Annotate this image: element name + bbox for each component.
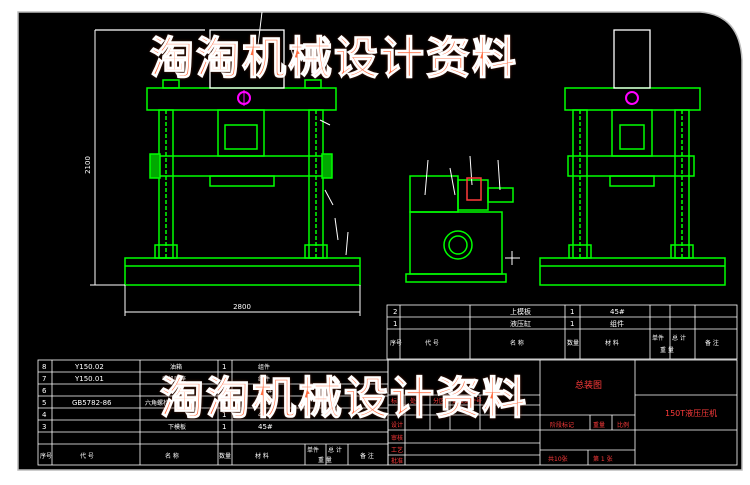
part-code: Y150.01 (74, 375, 104, 383)
part-material: 45# (258, 387, 273, 395)
label-stage-mark: 阶段标记 (550, 421, 574, 429)
part-material: 组件 (258, 375, 270, 383)
front-base-plate (124, 257, 361, 286)
table-row: 2 (393, 308, 397, 316)
drawing-name: 总装图 (575, 379, 602, 391)
width-dimension-label: 2800 (233, 303, 251, 311)
part-material: 45# (258, 399, 273, 407)
height-dimension-label: 2100 (84, 156, 92, 174)
part-material: 45# (258, 411, 273, 419)
height-dimension (90, 30, 125, 286)
header-weight: 重 量 (660, 346, 674, 354)
side-center-mark (625, 91, 639, 105)
label-doc-no: 更改文件号 (452, 397, 482, 405)
header-remark: 备 注 (705, 339, 719, 347)
product-name: 150T液压压机 (665, 408, 717, 418)
tank-port (443, 230, 473, 260)
table-row: 4 (42, 411, 47, 419)
header-no: 序号 (40, 452, 52, 460)
front-cylinder-block (217, 109, 265, 157)
label-zone: 分区 (433, 397, 445, 405)
title-block: 总装图 150T液压压机 标记 处数 分区 更改文件号 设计 审核 工艺 批准 … (391, 379, 717, 465)
label-approve: 批准 (391, 457, 403, 465)
header-name: 名 称 (510, 339, 524, 347)
part-qty: 1 (222, 411, 226, 419)
side-base-plate (539, 257, 726, 286)
part-code: Y150.02 (74, 363, 104, 371)
header-unit: 单件 (307, 446, 319, 454)
part-name: 油箱 (170, 363, 182, 371)
table-row: 5 (42, 399, 46, 407)
table-row: 3 (42, 423, 46, 431)
hydraulic-leaders (424, 155, 520, 265)
header-code: 代 号 (425, 339, 439, 347)
part-name: 液压缸 (510, 319, 531, 328)
part-code: GB5782-86 (72, 399, 112, 407)
watermark-top: 淘淘机械设计资料 (149, 32, 518, 84)
watermark-bottom: 淘淘机械设计资料 (159, 372, 528, 424)
label-sheets-total: 共10张 (548, 455, 568, 463)
part-qty: 1 (222, 387, 226, 395)
table-row: 6 (42, 387, 47, 395)
header-material: 材 料 (605, 339, 619, 347)
part-qty: 1 (570, 320, 574, 328)
header-weight: 重 量 (318, 456, 332, 464)
header-name: 名 称 (165, 452, 179, 460)
header-total: 总 计 (328, 446, 342, 454)
part-name: 上模板 (510, 307, 531, 316)
part-material: 45# (258, 423, 273, 431)
upper-parts-table-grid (386, 304, 738, 360)
front-view (124, 79, 361, 286)
part-name: 电机底座 (162, 375, 186, 383)
label-process: 工艺 (391, 446, 403, 454)
header-unit: 单件 (652, 334, 664, 342)
header-material: 材 料 (255, 452, 269, 460)
pump-coupling (466, 177, 482, 201)
header-no: 序号 (390, 339, 402, 347)
front-cylinder-outline (95, 29, 285, 89)
part-material: 组件 (610, 319, 624, 328)
label-sheet-no: 第 1 张 (593, 455, 613, 463)
label-weight: 重量 (593, 421, 605, 429)
header-code: 代 号 (80, 452, 94, 460)
header-total: 总 计 (672, 334, 686, 342)
hydraulic-unit (405, 175, 514, 283)
part-qty: 4 (222, 399, 227, 407)
label-design: 设计 (391, 421, 403, 429)
side-cylinder-outline (613, 29, 651, 89)
part-name: 下模板 (168, 423, 186, 431)
part-qty: 1 (222, 375, 226, 383)
table-row: 8 (42, 363, 46, 371)
label-check: 审核 (391, 434, 403, 442)
part-material: 45# (610, 308, 625, 316)
table-row: 1 (393, 320, 397, 328)
lower-parts-table: 8 Y150.02 油箱 1 组件 7 Y150.01 电机底座 1 组件 6 … (40, 363, 374, 464)
header-qty: 数量 (219, 452, 231, 460)
part-qty: 1 (222, 423, 226, 431)
upper-parts-table: 2 上模板 1 45# 1 液压缸 1 组件 序号 代 号 名 称 数量 材 料… (390, 307, 719, 354)
header-qty: 数量 (567, 339, 579, 347)
front-leader-lines (257, 11, 349, 256)
label-count: 处数 (410, 397, 422, 405)
part-qty: 1 (222, 363, 226, 371)
width-dimension (124, 285, 361, 316)
part-qty: 1 (570, 308, 574, 316)
label-scale: 比例 (617, 421, 629, 429)
side-cylinder-block (611, 109, 653, 157)
part-name: 六角螺栓 (145, 399, 169, 407)
title-block-grid (387, 359, 738, 466)
label-mark: 标记 (391, 397, 403, 405)
table-row: 7 (42, 375, 46, 383)
part-material: 组件 (258, 363, 270, 371)
drawing-background (17, 11, 743, 471)
header-remark: 备 注 (360, 452, 374, 460)
